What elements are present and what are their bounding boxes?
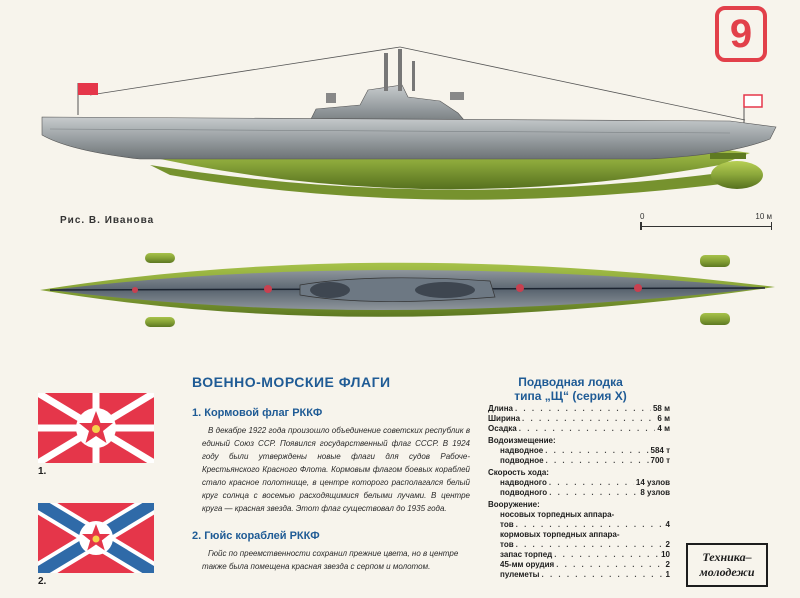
spec-row-displacement-surface: надводное584 т [488,446,670,456]
spec-row-gun: 45-мм орудия2 [488,560,670,570]
specs-table: Длина58 м Ширина6 м Осадка4 м Водоизмеще… [488,404,670,580]
figure-label-1: 1. [38,466,47,477]
artist-credit: Рис. В. Иванова [60,215,155,226]
spec-row-stern-torpedo: тов2 [488,540,670,550]
specs-title-line1: Подводная лодка [518,375,623,389]
spec-row-beam: Ширина6 м [488,414,670,424]
section-title: ВОЕННО-МОРСКИЕ ФЛАГИ [192,374,391,390]
spec-displacement-label: Водоизмещение: [488,436,556,445]
spec-armament-label: Вооружение: [488,500,540,509]
magazine-logo: Техника– молодежи [686,543,768,587]
spec-row-displacement-submerged: подводное700 т [488,456,670,466]
logo-line1: Техника– [702,550,752,564]
spec-stern-torpedo-line1: кормовых торпедных аппара- [500,530,620,539]
spec-row-torpedo-stock: запас торпед10 [488,550,670,560]
spec-speed-label: Скорость хода: [488,468,549,477]
flag2-heading: 2. Гюйс кораблей РККФ [192,530,320,542]
flag2-description: Гюйс по преемственности сохранил прежние… [202,549,459,571]
spec-row-machine-guns: пулеметы1 [488,570,670,580]
naval-jack-flag [38,503,154,573]
logo-line2: молодежи [699,565,755,579]
flag1-heading: 1. Кормовой флаг РККФ [192,407,323,419]
specs-title: Подводная лодка типа „Щ“ (серия X) [488,375,653,403]
specs-title-line2: типа „Щ“ (серия X) [514,389,627,403]
scale-end-label: 10 м [755,212,772,221]
scale-bar: 0 10 м [640,212,772,236]
flag1-description: В декабре 1922 года произошло объединени… [202,426,470,513]
page-number-badge: 9 [715,6,767,62]
scale-start-label: 0 [640,212,645,221]
spec-row-bow-torpedo: тов4 [488,520,670,530]
submarine-side-view [41,46,777,200]
spec-bow-torpedo-line1: носовых торпедных аппара- [500,510,615,519]
spec-row-draft: Осадка4 м [488,424,670,434]
spec-row-length: Длина58 м [488,404,670,414]
figure-label-2: 2. [38,576,47,587]
spec-row-speed-submerged: подводного8 узлов [488,488,670,498]
naval-ensign-flag [38,393,154,463]
submarine-top-view [40,253,775,327]
spec-row-speed-surface: надводного14 узлов [488,478,670,488]
